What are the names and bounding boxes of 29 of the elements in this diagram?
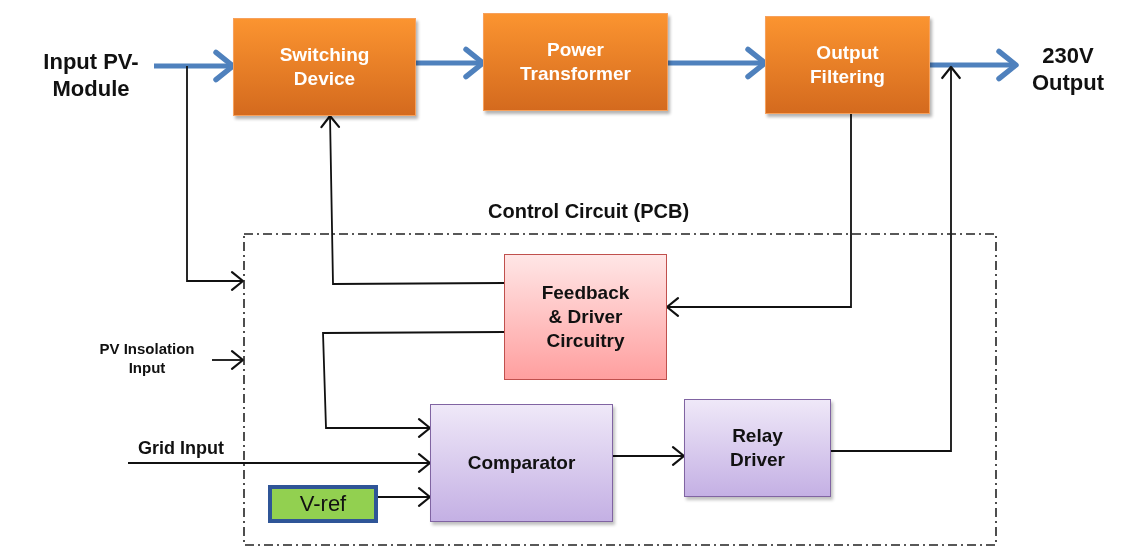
input-label: Input PV-Module bbox=[42, 47, 140, 103]
process-box bbox=[233, 18, 416, 116]
arrow bbox=[665, 113, 852, 317]
arrow bbox=[377, 487, 432, 507]
group-title: Control Circuit (PCB) bbox=[488, 199, 690, 224]
reference-box bbox=[268, 485, 378, 523]
arrow bbox=[612, 446, 686, 466]
box-label: Switching Device bbox=[278, 43, 371, 91]
input-label: Grid Input bbox=[138, 436, 224, 460]
input-label: PV Insolation Input bbox=[98, 340, 196, 378]
arrow bbox=[320, 114, 505, 285]
process-box bbox=[430, 404, 613, 522]
box-label: Output Filtering bbox=[809, 41, 886, 89]
arrow bbox=[322, 331, 505, 438]
arrow bbox=[211, 350, 245, 370]
box-label: V-ref bbox=[299, 490, 347, 518]
process-box bbox=[483, 13, 668, 111]
process-box bbox=[504, 254, 667, 380]
process-box bbox=[765, 16, 930, 114]
arrow bbox=[930, 48, 1019, 82]
output-label: 230V Output bbox=[1030, 41, 1106, 97]
arrow bbox=[830, 65, 961, 452]
box-label: Feedback & Driver Circuitry bbox=[540, 281, 631, 353]
box-label: Relay Driver bbox=[729, 424, 786, 472]
box-label: Power Transformer bbox=[519, 38, 632, 86]
process-box bbox=[684, 399, 831, 497]
arrow bbox=[186, 65, 245, 291]
box-label: Comparator bbox=[467, 451, 576, 475]
arrow bbox=[127, 453, 432, 473]
